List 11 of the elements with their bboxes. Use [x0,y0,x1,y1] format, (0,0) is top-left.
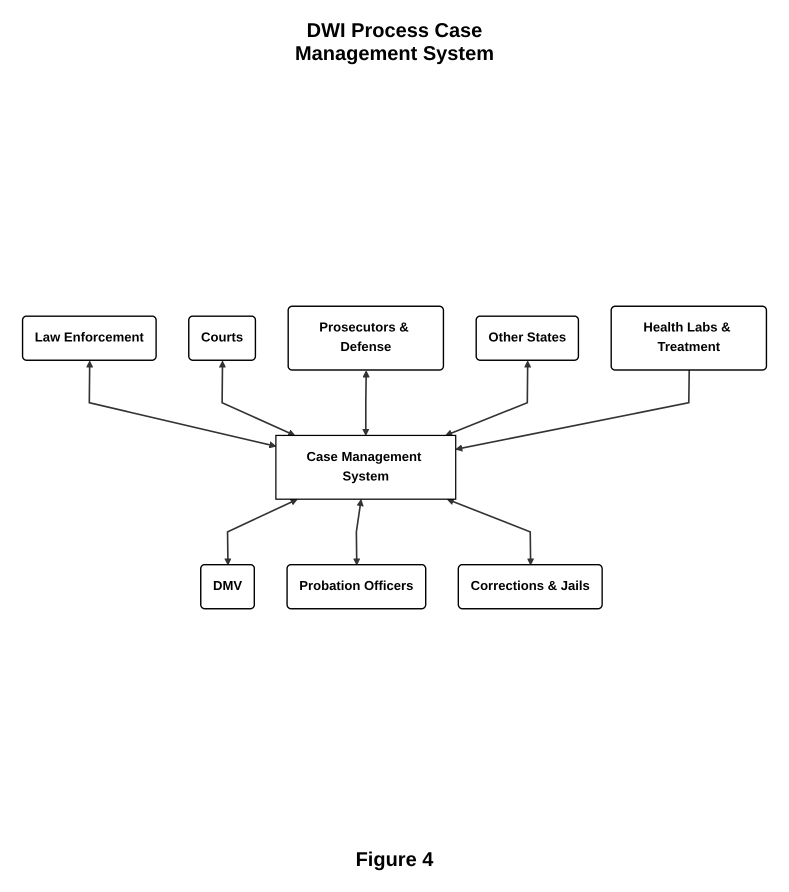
node-box: Case Management System [275,434,456,500]
arrow [455,370,690,452]
arrow [362,370,370,436]
arrow [446,498,534,566]
arrow [353,499,364,566]
figure-caption: Figure 4 [356,849,434,872]
arrow [445,360,532,436]
diagram-title: DWI Process Case Management System [294,20,495,66]
arrow [218,360,296,436]
arrow [224,498,298,566]
arrow [86,360,276,448]
